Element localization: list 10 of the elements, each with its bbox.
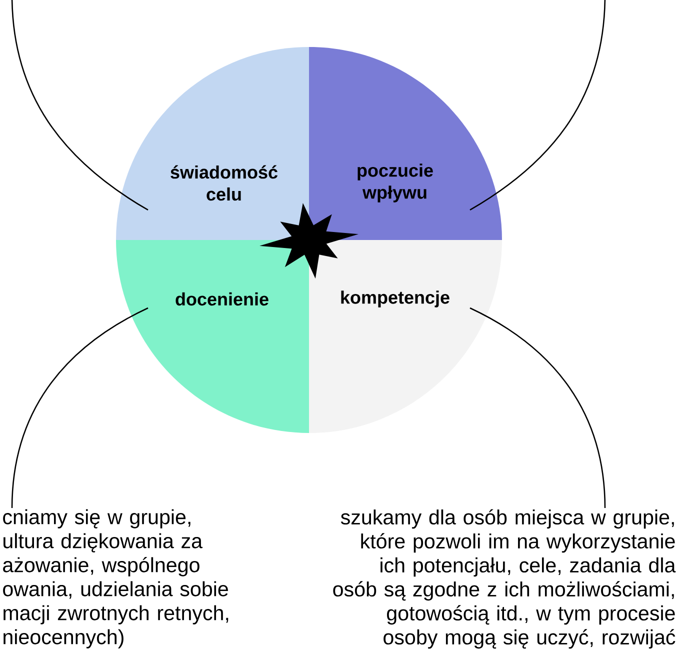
leader-line [11, 307, 148, 508]
quadrant-segment: poczucie wpływu [309, 47, 502, 240]
quadrant-segment: kompetencje [309, 240, 502, 433]
description-text: cniamy się w grupie, ultura dziękowania za ażowanie, wspólnego owania, udzielania sobie macji zwrotnych retnych, nieocennych) [3, 509, 228, 648]
leader-line [11, 0, 148, 211]
leader-line [470, 0, 606, 211]
quadrant-segment: świadomość celu [116, 47, 309, 240]
description-text: szukamy dla osób miejsca w grupie, które pozwoli im na wykorzystanie ich potencjału, cele, zadania dla osób są zgodne z ich możliwościami, gotowością itd., w tym procesie osoby mogą się uczyć, rozwijać [333, 509, 676, 649]
leader-line [470, 307, 606, 508]
quadrant-segment: docenienie [116, 240, 309, 433]
